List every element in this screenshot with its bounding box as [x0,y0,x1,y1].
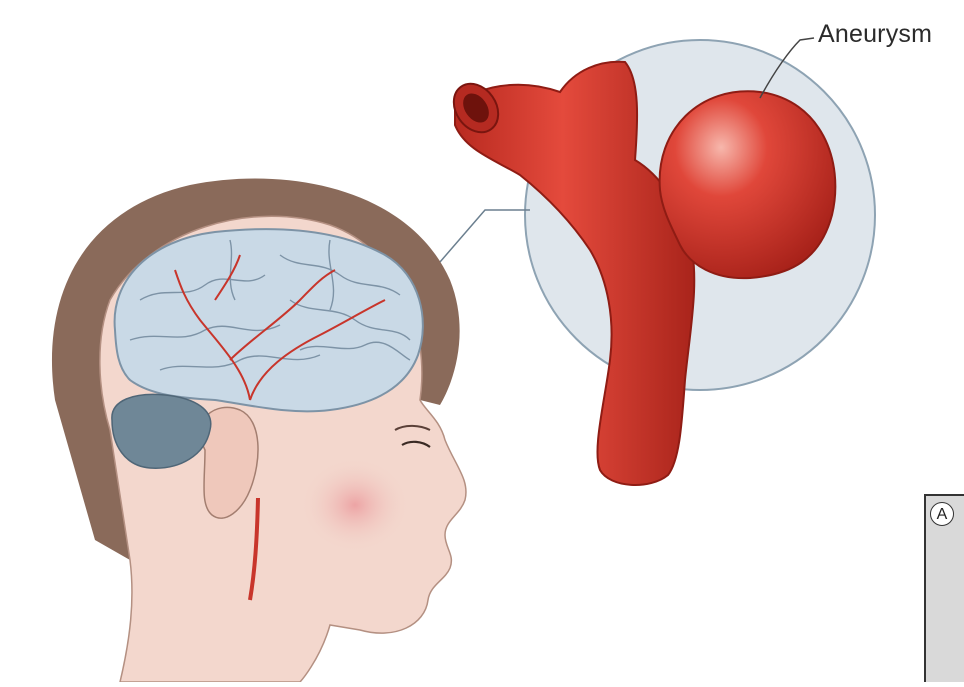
cheek-blush [300,457,410,553]
panel-a: A [924,494,964,682]
panel-letter: A [930,502,954,526]
aneurysm-bulge [660,91,836,278]
aneurysm-label: Aneurysm [818,20,932,49]
leader-line [440,210,530,262]
brain [115,229,423,411]
